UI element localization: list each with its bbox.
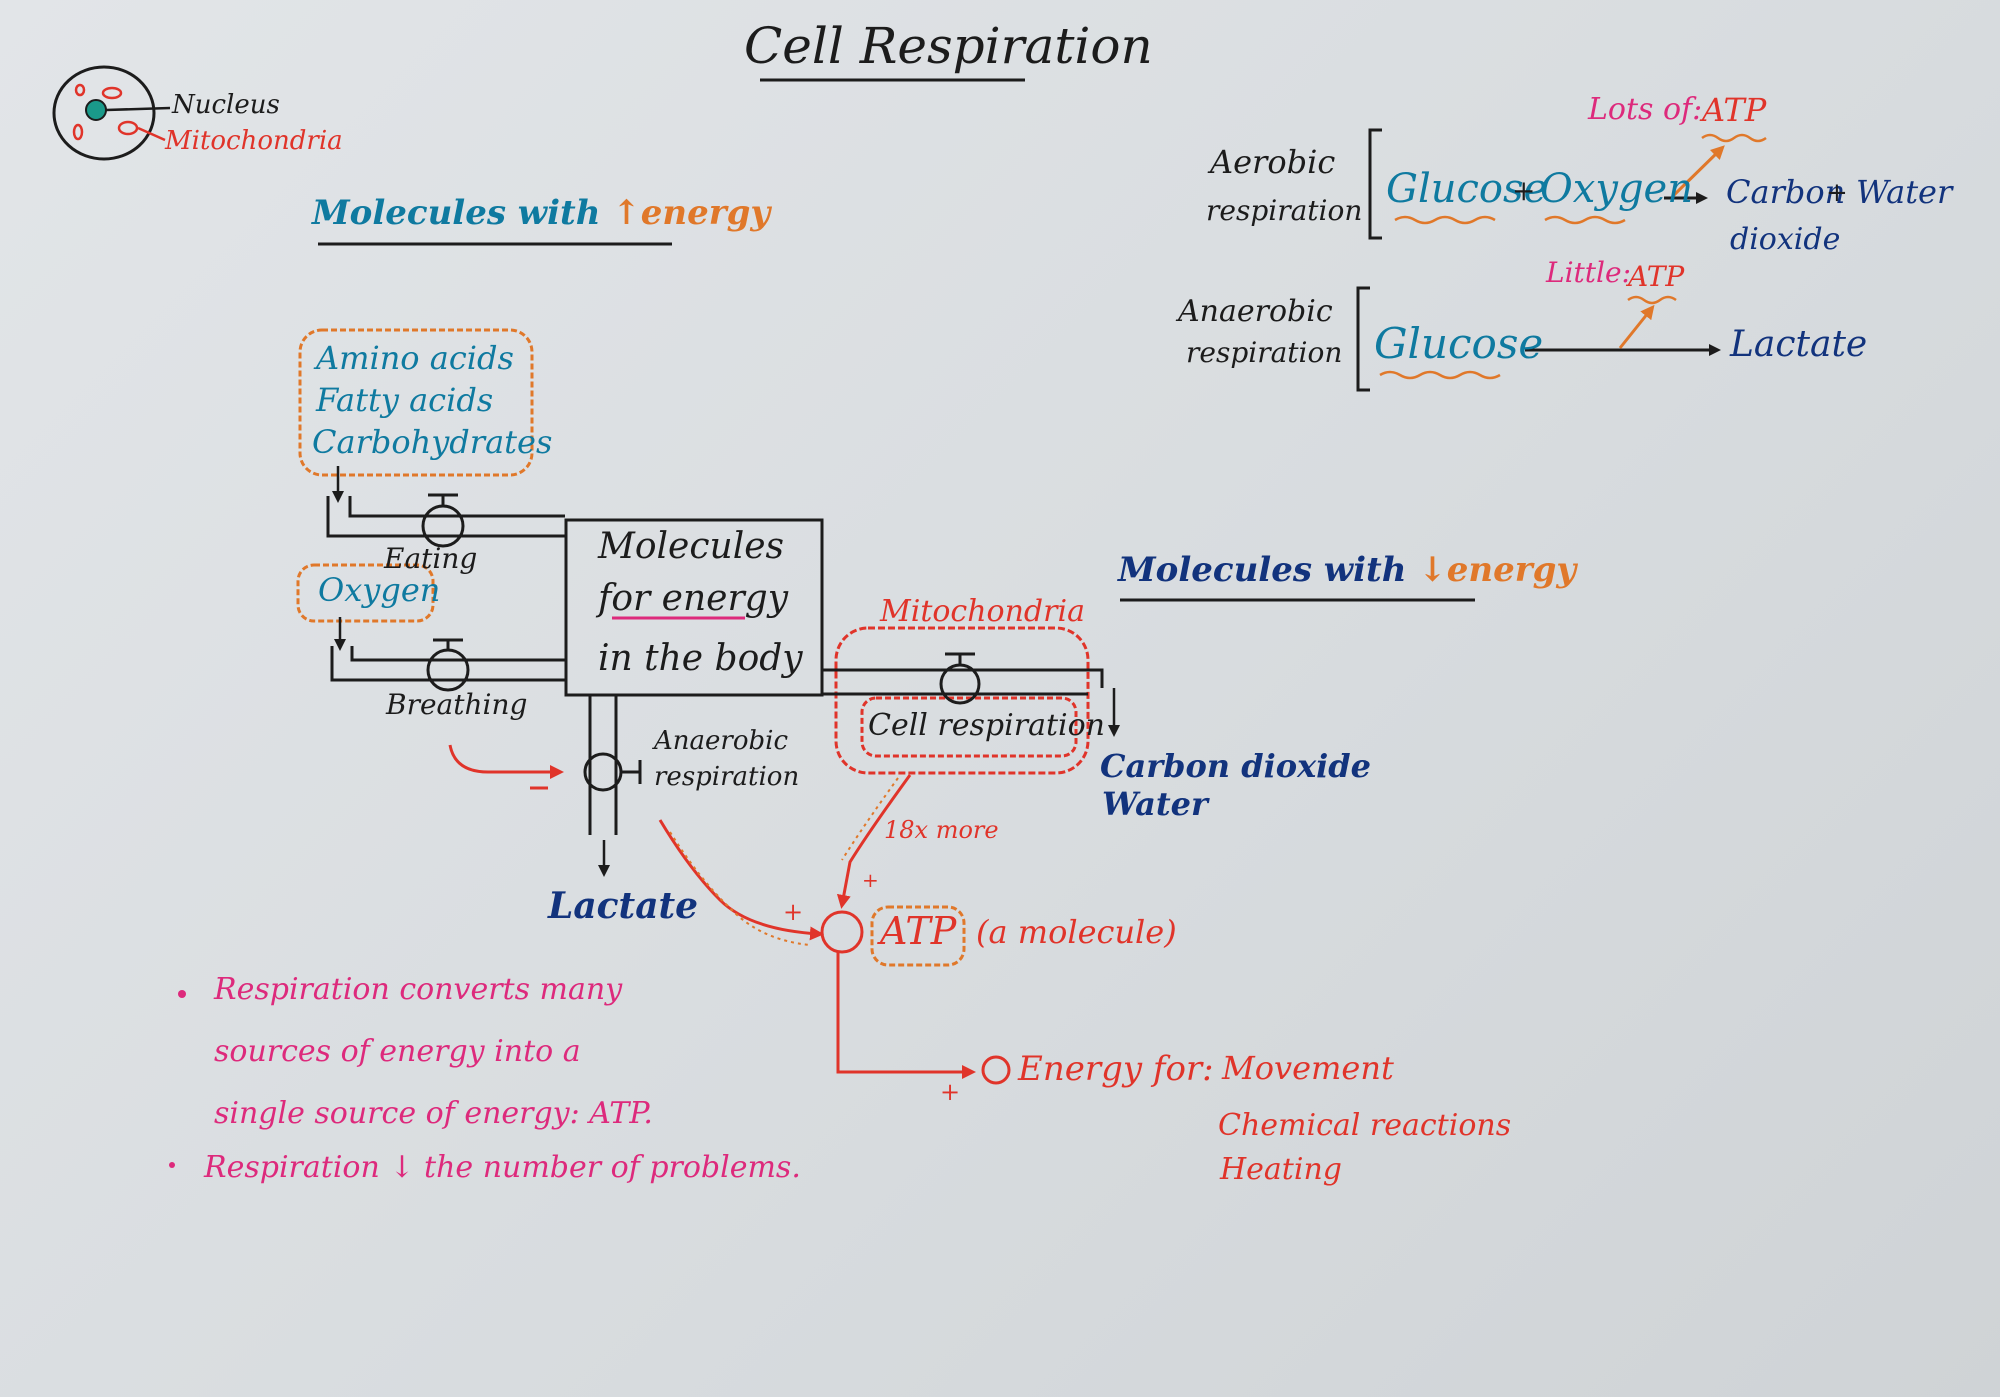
body-box-line-3: in the body — [598, 638, 803, 679]
anaerobic-valve-label-2: respiration — [654, 762, 800, 792]
note-1-line-1: Respiration converts many — [214, 972, 623, 1007]
anaerobic-yield-prefix: Little: — [1546, 256, 1632, 289]
breathing-label: Breathing — [386, 688, 528, 721]
header-high-energy: Molecules with ↑energy — [312, 193, 771, 233]
legend-mitochondria: Mitochondria — [165, 126, 343, 156]
food-sources-box — [298, 328, 534, 477]
cell-icon — [52, 65, 171, 161]
anaerobic-atp-arrow — [1618, 304, 1655, 349]
anaerobic-yield: ATP — [1628, 260, 1685, 293]
food-source-amino-acids: Amino acids — [316, 339, 514, 377]
header-low-text: Molecules with — [1118, 550, 1407, 590]
header-low-energy: Molecules with ↓energy — [1118, 550, 1577, 590]
plus-sign-mitochondria: + — [862, 868, 879, 892]
aerobic-yield: ATP — [1702, 91, 1767, 129]
anaerobic-label-1: Anaerobic — [1178, 294, 1333, 329]
anaerobic-pipe — [583, 695, 642, 835]
energy-use-heating: Heating — [1220, 1152, 1342, 1187]
aerobic-product-plus: + — [1826, 178, 1848, 208]
aerobic-atp-arrow — [1672, 145, 1725, 197]
note-1-line-3: single source of energy: ATP. — [214, 1096, 653, 1131]
energy-use-movement: Movement — [1222, 1049, 1394, 1087]
note-bullet-2 — [169, 1162, 175, 1168]
anaerobic-reactant-glucose: Glucose — [1374, 319, 1544, 368]
legend-nucleus: Nucleus — [172, 90, 280, 120]
aerobic-product-water: Water — [1856, 173, 1953, 211]
lactate-output: Lactate — [548, 885, 699, 927]
atp-arrow-from-anaerobic — [658, 819, 824, 941]
note-bullet-1 — [178, 990, 186, 998]
mitochondria-pipe — [822, 652, 1104, 705]
plus-sign-energy: + — [940, 1078, 961, 1106]
header-high-text: Molecules with — [312, 193, 601, 233]
energy-arrow — [836, 952, 976, 1079]
inhibition-arrow — [448, 744, 564, 779]
energy-for-label: Energy for: — [1018, 1049, 1214, 1089]
plus-sign-anaerobic: + — [783, 898, 804, 926]
note-2-part-1: Respiration — [204, 1150, 380, 1185]
aerobic-plus: + — [1512, 174, 1536, 207]
eating-pipe — [326, 493, 565, 548]
aerobic-yield-prefix: Lots of: — [1588, 92, 1703, 127]
atp-arrow-from-mitochondria — [836, 774, 912, 909]
note-1-line-2: sources of energy into a — [214, 1034, 581, 1069]
mitochondria-boundary — [834, 626, 1090, 775]
aerobic-product-dioxide: dioxide — [1730, 222, 1841, 257]
mitochondria-label: Mitochondria — [880, 594, 1085, 629]
more-label: 18x more — [884, 816, 999, 844]
atp-box — [870, 905, 966, 967]
energy-use-chemical-reactions: Chemical reactions — [1218, 1108, 1512, 1143]
anaerobic-product-lactate: Lactate — [1730, 324, 1868, 365]
output-carbon-dioxide: Carbon dioxide — [1100, 747, 1372, 785]
down-arrow-icon: ↓ — [389, 1150, 415, 1185]
aerobic-label-2: respiration — [1206, 194, 1363, 227]
aerobic-reactant-glucose: Glucose — [1386, 166, 1548, 212]
eating-label: Eating — [384, 542, 478, 575]
food-source-carbohydrates: Carbohydrates — [312, 423, 553, 461]
oxygen-source: Oxygen — [318, 571, 441, 609]
food-source-fatty-acids: Fatty acids — [316, 381, 494, 419]
note-2-part-2: the number of problems. — [424, 1150, 801, 1185]
aerobic-label-1: Aerobic — [1210, 143, 1336, 181]
output-water: Water — [1102, 785, 1208, 823]
body-box-line-2: for energy — [598, 578, 789, 619]
note-2: Respiration ↓ the number of problems. — [204, 1152, 801, 1184]
cell-respiration-box — [860, 696, 1078, 758]
header-high-energy-word: energy — [640, 193, 771, 233]
header-low-energy-word: energy — [1446, 550, 1577, 590]
aerobic-product-carbon: Carbon — [1726, 173, 1846, 211]
down-arrow-icon: ↓ — [1418, 550, 1447, 590]
atp-label: ATP — [880, 909, 957, 953]
page-title: Cell Respiration — [744, 17, 1153, 75]
body-box-line-1: Molecules — [598, 526, 784, 567]
aerobic-reactant-oxygen: Oxygen — [1540, 166, 1693, 212]
breathing-pipe — [330, 638, 565, 692]
cell-respiration-label: Cell respiration — [868, 708, 1105, 743]
atp-note: (a molecule) — [976, 913, 1177, 951]
energy-node — [981, 1055, 1011, 1085]
oxygen-source-box — [296, 563, 435, 623]
anaerobic-label-2: respiration — [1186, 336, 1343, 369]
atp-node — [820, 910, 864, 954]
up-arrow-icon: ↑ — [612, 193, 641, 233]
anaerobic-bracket — [1356, 286, 1370, 392]
aerobic-bracket — [1368, 128, 1382, 240]
body-box — [564, 518, 824, 697]
anaerobic-valve-label-1: Anaerobic — [654, 726, 789, 756]
